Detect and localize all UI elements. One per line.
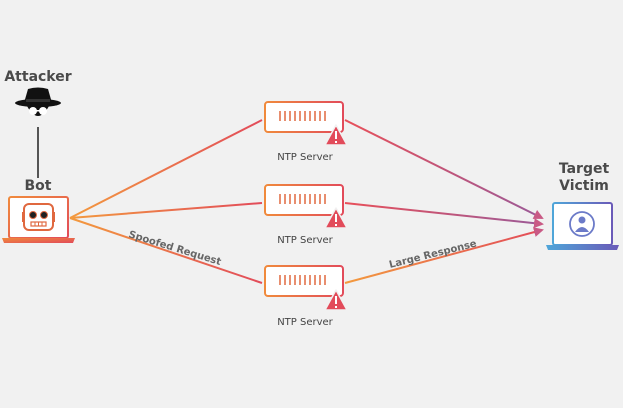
ntp-server-icon <box>264 265 344 297</box>
bot-node: Bot <box>2 178 75 243</box>
attacker-label: Attacker <box>4 69 71 85</box>
ntp-server-label: NTP Server <box>277 317 333 328</box>
ntp-server-icon <box>264 101 344 133</box>
request-line-2 <box>69 202 263 219</box>
target-victim-node: Target Victim <box>546 161 619 250</box>
warning-icon <box>324 124 348 146</box>
bot-laptop-icon <box>2 196 75 243</box>
victim-laptop-icon <box>546 202 619 250</box>
response-line-1 <box>344 119 544 219</box>
ntp-server-3: NTP Server <box>264 265 348 328</box>
request-line-1 <box>69 119 263 219</box>
request-line-3 <box>69 217 263 284</box>
warning-icon <box>324 207 348 229</box>
response-line-3 <box>344 227 544 284</box>
spoofed-request-label: Spoofed Request <box>127 229 222 268</box>
request-lines <box>69 119 263 284</box>
large-response-label: Large Response <box>388 238 478 270</box>
ntp-server-label: NTP Server <box>277 152 333 163</box>
ntp-server-1: NTP Server <box>264 101 348 163</box>
ntp-server-label: NTP Server <box>277 235 333 246</box>
response-line-2 <box>344 202 544 229</box>
target-label-line2: Victim <box>559 178 609 194</box>
ntp-server-icon <box>264 184 344 216</box>
attacker-node: Attacker <box>4 69 72 178</box>
response-lines <box>344 119 544 284</box>
warning-icon <box>324 289 348 311</box>
hacker-icon <box>15 87 61 116</box>
ntp-server-2: NTP Server <box>264 184 348 246</box>
target-label-line1: Target <box>559 161 610 177</box>
bot-label: Bot <box>25 178 52 194</box>
